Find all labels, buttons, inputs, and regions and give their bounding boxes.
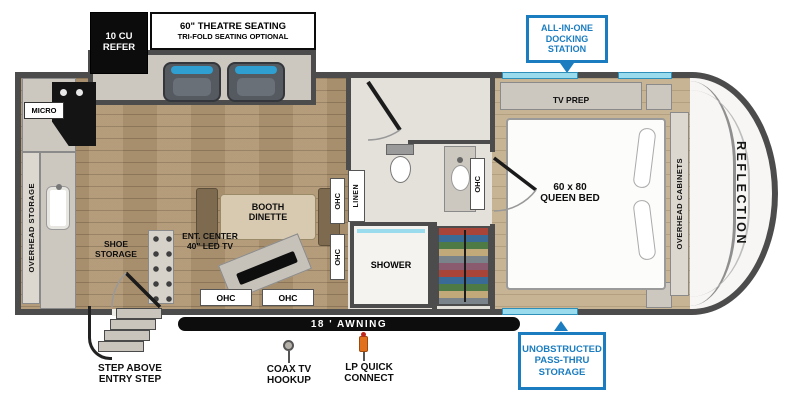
kitchen-counter [40,152,76,309]
burner-icon [76,89,83,96]
microwave-label: MICRO [24,102,64,119]
entry-step [116,308,162,319]
overhead-cabinets-strip: OVERHEAD CABINETS [670,112,689,296]
theatre-seating-title: 60" THEATRE SEATING [179,21,287,32]
theatre-seating-label: 60" THEATRE SEATING TRI-FOLD SEATING OPT… [150,12,316,50]
theatre-seat-icon [163,62,221,102]
lp-connect-label: LP QUICK CONNECT [344,362,394,385]
overhead-storage-label: OVERHEAD STORAGE [26,183,36,273]
front-cap-curve-line-2 [690,90,750,297]
coax-hookup-label: COAX TV HOOKUP [266,364,312,387]
burner-icon [60,89,67,96]
docking-station-callout: ALL-IN-ONE DOCKING STATION [526,15,608,63]
interior-wall [408,140,492,144]
wardrobe-closet-icon [437,226,490,306]
entry-step [110,319,156,330]
shower-glass [357,229,425,233]
linen-label: LINEN [353,184,360,208]
interior-wall [490,78,495,152]
brand-name-text: REFLECTION [734,141,748,246]
overhead-cabinet: OHC [470,158,485,210]
entry-step [104,330,150,341]
bedroom-dresser [500,82,642,110]
shower-stall: SHOWER [350,222,432,308]
nightstand [646,84,672,110]
bath-sink-icon [451,165,470,191]
window [502,72,578,79]
headrest [171,66,213,74]
theatre-seat-icon [227,62,285,102]
front-cap: REFLECTION [690,72,778,315]
passthru-storage-callout: UNOBSTRUCTED PASS-THRU STORAGE [518,332,606,390]
booth-dinette-label: BOOTH DINETTE [248,202,288,223]
overhead-cabinet: OHC [330,178,345,224]
dinette-bench [196,188,218,246]
step-handrail-icon [88,306,112,360]
cushion [237,78,275,96]
overhead-cabinet: OHC [330,234,345,280]
kitchen-sink-icon [46,184,70,230]
coax-pointer-line [288,351,290,363]
overhead-cabinet: OHC [262,289,314,306]
brand-name: REFLECTION [730,78,752,309]
ohc-label: OHC [333,192,342,210]
interior-wall [432,222,437,309]
overhead-storage-cabinet: OVERHEAD STORAGE [22,152,40,304]
linen-closet: LINEN [348,170,365,222]
ohc-label: OHC [333,248,342,266]
toilet-icon [390,156,411,183]
shower-label: SHOWER [370,260,412,270]
refrigerator-label: 10 CU REFER [90,12,148,74]
ent-center-label: ENT. CENTER 40" LED TV [182,231,238,251]
overhead-cabinets-label: OVERHEAD CABINETS [675,158,684,250]
shoe-storage-label: SHOE STORAGE [95,239,137,259]
passthru-pointer [554,321,568,331]
cushion [173,78,211,96]
theatre-seating-subtitle: TRI-FOLD SEATING OPTIONAL [177,32,289,41]
interior-wall [490,224,495,309]
awning-bar: 18 ' AWNING [178,317,520,331]
docking-station-pointer [560,63,574,73]
theatre-seating-slideout [88,50,316,105]
queen-bed-label: 60 x 80 QUEEN BED [540,182,600,205]
toilet-tank-icon [386,144,414,155]
front-cap-curve-line [690,81,736,306]
overhead-cabinet: OHC [200,289,252,306]
entry-step-label: STEP ABOVE ENTRY STEP [98,363,162,386]
lp-pointer-line [363,352,365,361]
interior-wall [346,78,351,170]
tv-prep-label: TV PREP [552,95,590,105]
faucet-icon [457,157,463,163]
window [502,308,578,315]
headrest [235,66,277,74]
ohc-label: OHC [473,175,482,193]
window [618,72,672,79]
dinette-table [220,194,316,240]
coax-hookup-icon [283,340,294,351]
lp-connect-icon [359,332,368,352]
